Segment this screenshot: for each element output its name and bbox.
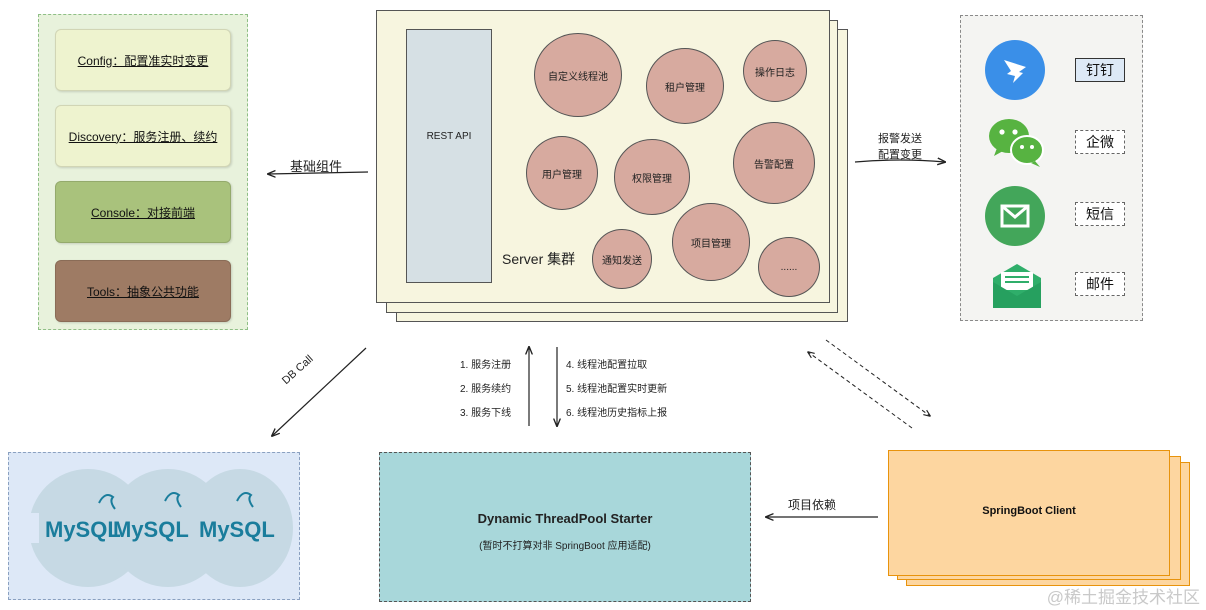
mysql-logo-3: MySQL [199,517,275,542]
server-cluster-label: Server 集群 [502,251,576,267]
module-alert-config: 告警配置 [733,122,815,204]
wechat-work-label: 企微 [1075,130,1125,154]
step-4: 4. 线程池配置拉取 [566,360,648,371]
rest-api-box: REST API [406,29,492,283]
config-card: Config：配置准实时变更 [55,29,231,91]
console-card: Console：对接前端 [55,181,231,243]
step-6: 6. 线程池历史指标上报 [566,408,668,419]
config-change-label: 配置变更 [878,149,922,161]
module-project-management: 项目管理 [672,203,750,281]
rest-api-label: REST API [426,130,472,142]
database-panel: MySQL MySQL MySQL [8,452,300,600]
mysql-edge-mask [9,513,39,543]
module-permission-management: 权限管理 [614,139,690,215]
sms-label: 短信 [1075,202,1125,226]
tools-card: Tools：抽象公共功能 [55,260,231,322]
dingtalk-icon [985,40,1045,100]
mail-label: 邮件 [1075,272,1125,296]
alert-send-label: 报警发送 [878,133,922,145]
starter-panel: Dynamic ThreadPool Starter (暂时不打算对非 Spri… [379,452,751,602]
mail-icon [989,260,1045,312]
base-components-label: 基础组件 [290,159,343,174]
foundation-components-panel: Config：配置准实时变更 Discovery：服务注册、续约 Console… [38,14,248,330]
springboot-client-label: SpringBoot Client [982,505,1076,517]
module-notification-sending: 通知发送 [592,229,652,289]
starter-subtitle: (暂时不打算对非 SpringBoot 应用适配) [479,541,651,552]
module-tenant-management: 租户管理 [646,48,724,124]
dingtalk-label: 钉钉 [1075,58,1125,82]
step-2: 2. 服务续约 [460,384,512,395]
module-user-management: 用户管理 [526,136,598,210]
springboot-client-box: SpringBoot Client [888,450,1170,576]
discovery-card: Discovery：服务注册、续约 [55,105,231,167]
mysql-disc-3 [187,469,293,587]
mysql-dolphin-icons [98,492,254,510]
module-more: ...... [758,237,820,297]
mysql-logo-2: MySQL [113,517,189,542]
sms-icon [985,186,1045,246]
step-3: 3. 服务下线 [460,408,512,419]
watermark: @稀土掘金技术社区 [1046,588,1200,607]
module-operation-log: 操作日志 [743,40,807,102]
mysql-logo-1: MySQL [45,517,121,542]
step-5: 5. 线程池配置实时更新 [566,384,668,395]
module-custom-threadpool: 自定义线程池 [534,33,622,117]
starter-title: Dynamic ThreadPool Starter [477,511,653,526]
wechat-icon [985,112,1045,172]
step-1: 1. 服务注册 [460,360,512,371]
dependency-label: 项目依赖 [788,498,837,512]
notification-channels-panel: 钉钉 企微 短信 邮件 [960,15,1143,321]
